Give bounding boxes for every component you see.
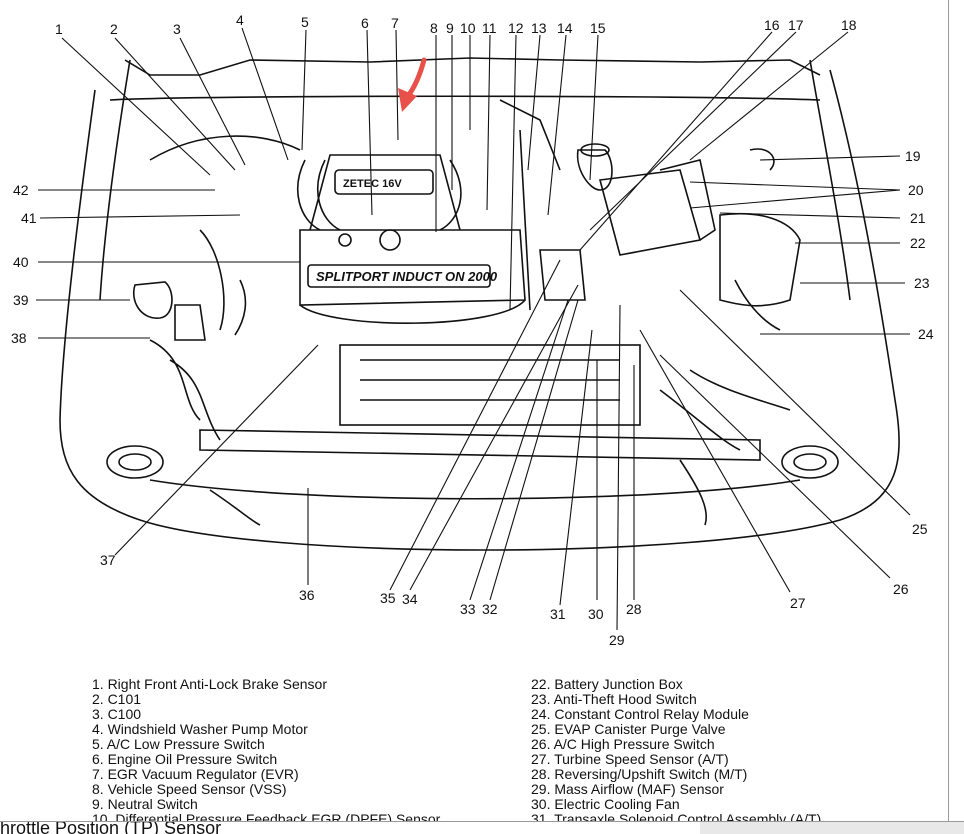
frame-border-bottom bbox=[0, 821, 964, 822]
callout-27: 27 bbox=[790, 595, 806, 611]
callout-11: 11 bbox=[482, 20, 497, 36]
legend-item: 22. Battery Junction Box bbox=[531, 676, 683, 692]
callout-40: 40 bbox=[13, 254, 29, 270]
engine-drawing bbox=[59, 57, 900, 551]
legend-item: 27. Turbine Speed Sensor (A/T) bbox=[531, 751, 729, 767]
legend-item: 28. Reversing/Upshift Switch (M/T) bbox=[531, 766, 748, 782]
callout-39: 39 bbox=[13, 292, 29, 308]
callout-12: 12 bbox=[508, 20, 524, 36]
callout-25: 25 bbox=[912, 521, 928, 537]
callout-1: 1 bbox=[55, 21, 63, 37]
legend-item: 3. C100 bbox=[92, 706, 142, 722]
callout-17: 17 bbox=[788, 17, 804, 33]
callout-7: 7 bbox=[391, 15, 399, 31]
callout-15: 15 bbox=[590, 20, 606, 36]
legend-item: 24. Constant Control Relay Module bbox=[531, 706, 749, 722]
callout-16: 16 bbox=[764, 17, 780, 33]
callout-42: 42 bbox=[13, 182, 29, 198]
callout-26: 26 bbox=[893, 581, 909, 597]
callout-29: 29 bbox=[609, 632, 625, 648]
legend-item: 5. A/C Low Pressure Switch bbox=[92, 736, 265, 752]
callout-31: 31 bbox=[550, 606, 566, 622]
legend-item: 29. Mass Airflow (MAF) Sensor bbox=[531, 781, 724, 797]
callout-3: 3 bbox=[173, 21, 181, 37]
callout-32: 32 bbox=[482, 601, 498, 617]
callout-28: 28 bbox=[626, 601, 642, 617]
callout-19: 19 bbox=[905, 148, 921, 164]
callout-21: 21 bbox=[910, 210, 926, 226]
callout-18: 18 bbox=[841, 17, 857, 33]
legend-item: 1. Right Front Anti-Lock Brake Sensor bbox=[92, 676, 327, 692]
callout-4: 4 bbox=[236, 12, 244, 28]
callout-6: 6 bbox=[361, 15, 369, 31]
callout-20: 20 bbox=[908, 182, 924, 198]
callout-37: 37 bbox=[100, 552, 116, 568]
callout-9: 9 bbox=[446, 20, 454, 36]
engine-brand-text: SPLITPORT INDUCT ON 2000 bbox=[316, 269, 498, 284]
red-arrow-icon bbox=[398, 57, 427, 112]
legend-item: 4. Windshield Washer Pump Motor bbox=[92, 721, 308, 737]
legend-right: 22. Battery Junction Box 23. Anti-Theft … bbox=[531, 677, 821, 827]
callout-33: 33 bbox=[460, 601, 476, 617]
callout-2: 2 bbox=[110, 21, 118, 37]
scroll-panel[interactable] bbox=[700, 822, 964, 834]
valve-cover-text: ZETEC 16V bbox=[343, 178, 402, 190]
callout-13: 13 bbox=[531, 20, 547, 36]
legend-item: 26. A/C High Pressure Switch bbox=[531, 736, 715, 752]
legend-item: 9. Neutral Switch bbox=[92, 796, 198, 812]
callout-38: 38 bbox=[11, 330, 27, 346]
cut-off-legend-line: hrottle Position (TP) Sensor bbox=[0, 822, 222, 834]
callout-35: 35 bbox=[380, 590, 396, 606]
callout-10: 10 bbox=[460, 20, 476, 36]
callout-22: 22 bbox=[910, 235, 926, 251]
callout-5: 5 bbox=[301, 14, 309, 30]
engine-lettering: SPLITPORT INDUCT ON 2000 ZETEC 16V bbox=[316, 178, 498, 284]
legend-item: 30. Electric Cooling Fan bbox=[531, 796, 680, 812]
leader-lines bbox=[36, 27, 911, 631]
legend-item: 8. Vehicle Speed Sensor (VSS) bbox=[92, 781, 287, 797]
legend-item: 23. Anti-Theft Hood Switch bbox=[531, 691, 697, 707]
callout-numbers: 1 2 3 4 5 6 7 8 9 10 11 12 13 14 15 16 1… bbox=[11, 12, 934, 648]
callout-24: 24 bbox=[918, 326, 934, 342]
legend-left: 1. Right Front Anti-Lock Brake Sensor 2.… bbox=[92, 677, 440, 827]
legend-item: 7. EGR Vacuum Regulator (EVR) bbox=[92, 766, 299, 782]
legend-item: 25. EVAP Canister Purge Valve bbox=[531, 721, 726, 737]
callout-36: 36 bbox=[299, 587, 315, 603]
callout-8: 8 bbox=[430, 20, 438, 36]
callout-14: 14 bbox=[557, 20, 573, 36]
callout-41: 41 bbox=[21, 210, 37, 226]
frame-border-right bbox=[948, 0, 949, 834]
legend-item: 2. C101 bbox=[92, 691, 142, 707]
legend-item: 6. Engine Oil Pressure Switch bbox=[92, 751, 278, 767]
callout-30: 30 bbox=[588, 606, 604, 622]
callout-23: 23 bbox=[914, 275, 930, 291]
callout-34: 34 bbox=[402, 591, 418, 607]
cut-off-strip: hrottle Position (TP) Sensor bbox=[0, 822, 964, 834]
